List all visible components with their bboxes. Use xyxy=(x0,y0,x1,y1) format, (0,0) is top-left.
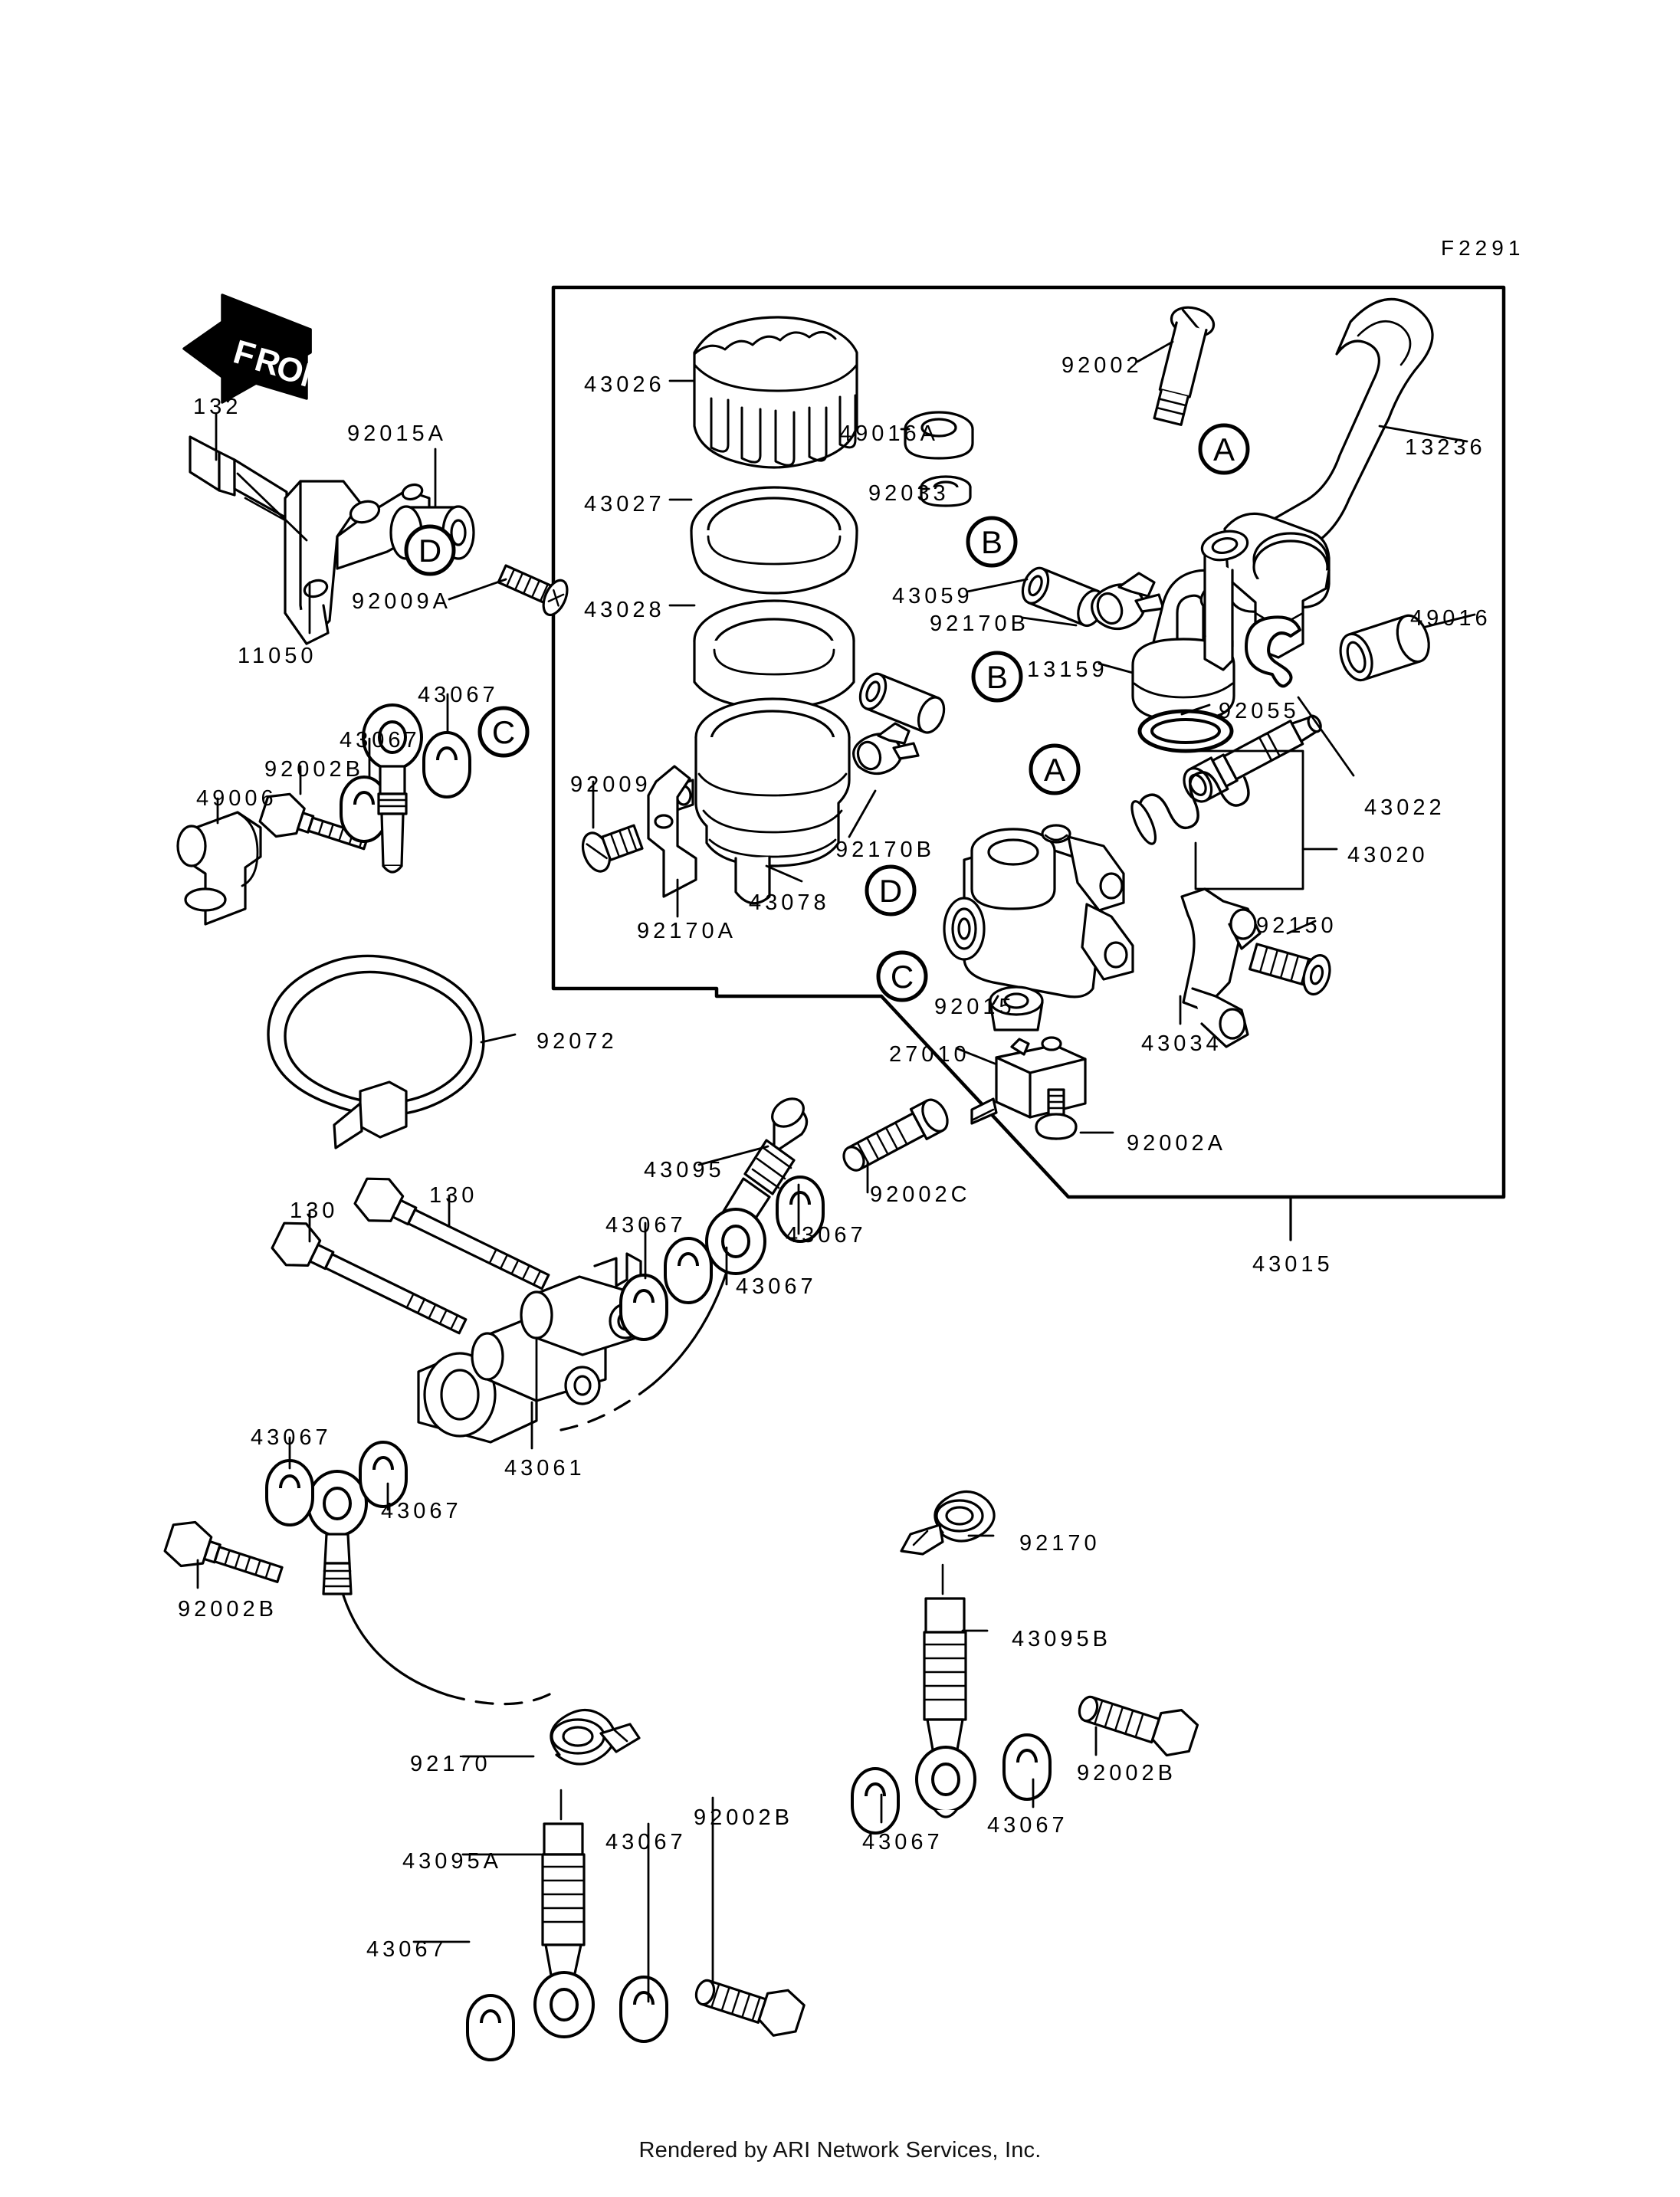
part-label-piston-assembly: 43020 xyxy=(1347,843,1429,867)
part-label-bolt-92002b-upper: 92002B xyxy=(264,757,364,782)
part-label-three-way-joint: 43061 xyxy=(504,1456,586,1481)
part-label-clamp-92170-right: 92170 xyxy=(1019,1531,1101,1556)
part-label-hose-43095b: 43095B xyxy=(1012,1627,1111,1651)
part-label-washer-43067-f: 43067 xyxy=(251,1425,332,1450)
part-label-washer-43067-h: 43067 xyxy=(987,1813,1068,1838)
part-label-washer-43067-g: 43067 xyxy=(381,1499,462,1523)
svg-text:B: B xyxy=(986,659,1008,695)
part-label-clamp-43034: 43034 xyxy=(1141,1031,1222,1056)
part-label-boot-49006: 49006 xyxy=(196,786,277,811)
part-label-diaphragm: 43027 xyxy=(584,492,665,516)
part-label-nut-92015: 92015 xyxy=(934,995,1016,1019)
part-label-brake-light-switch: 27010 xyxy=(889,1042,970,1067)
part-label-washer-43067-j: 43067 xyxy=(605,1830,687,1854)
callout-marker-a: A xyxy=(1029,743,1081,795)
part-label-washer-43067-k: 43067 xyxy=(366,1937,448,1962)
callout-marker-group: A A B B C C D D xyxy=(404,423,1250,1002)
part-label-o-ring-92055: 92055 xyxy=(1219,699,1300,723)
callout-marker-c: C xyxy=(876,950,928,1002)
part-label-snap-ring-92033: 92033 xyxy=(868,481,950,506)
part-label-bracket-92170a: 92170A xyxy=(637,919,737,943)
part-label-bolt-92002b-right: 92002B xyxy=(1077,1761,1176,1785)
part-label-washer-43067-a: 43067 xyxy=(418,683,499,707)
callout-marker-d: D xyxy=(404,524,456,576)
footer-attribution: Rendered by ARI Network Services, Inc. xyxy=(638,2138,1042,2163)
part-label-washer-43067-e: 43067 xyxy=(736,1274,817,1299)
part-label-clamp-92170b-upper: 92170B xyxy=(930,612,1029,636)
part-label-washer-43067-i: 43067 xyxy=(862,1830,943,1854)
part-label-brake-lever: 13236 xyxy=(1405,435,1486,460)
part-label-bolt-130-a: 130 xyxy=(290,1199,339,1223)
callout-marker-b: B xyxy=(966,516,1018,568)
part-label-clamp-92170-left: 92170 xyxy=(410,1752,491,1776)
part-label-sleeve-43059: 43059 xyxy=(892,584,973,608)
part-label-washer-43067-c: 43067 xyxy=(605,1213,687,1238)
part-label-clamp-92170b-lower: 92170B xyxy=(835,838,935,862)
part-label-pivot-bolt-92002: 92002 xyxy=(1061,353,1143,378)
part-label-bolt-92002b-lower: 92002B xyxy=(178,1597,277,1622)
part-label-diaphragm-plate: 43028 xyxy=(584,598,665,622)
part-label-cap-49016a: 49016A xyxy=(839,421,939,446)
part-label-reservoir-cap: 43026 xyxy=(584,372,665,397)
callout-marker-a: A xyxy=(1198,423,1250,475)
part-label-bolt-92150: 92150 xyxy=(1256,913,1337,938)
part-label-washer-43067-d: 43067 xyxy=(786,1223,867,1248)
part-label-nut-92015a: 92015A xyxy=(347,421,447,446)
part-label-cable-tie-92072: 92072 xyxy=(536,1029,618,1054)
svg-text:B: B xyxy=(981,524,1002,560)
part-label-dust-boot-49016: 49016 xyxy=(1410,606,1491,631)
part-label-bracket-11050: 11050 xyxy=(238,644,317,668)
callout-marker-c: C xyxy=(477,706,530,758)
part-label-screw-92002a: 92002A xyxy=(1127,1131,1226,1156)
svg-text:D: D xyxy=(879,873,902,909)
part-label-hose-43095: 43095 xyxy=(644,1158,725,1182)
diagram-id: F2291 xyxy=(1441,236,1525,260)
svg-text:C: C xyxy=(891,959,914,995)
part-label-circlip-43022: 43022 xyxy=(1364,795,1445,820)
part-label-flange-bolt: 132 xyxy=(193,395,242,419)
part-label-reservoir-43078: 43078 xyxy=(749,890,830,915)
svg-text:C: C xyxy=(492,714,515,750)
assembly-label: 43015 xyxy=(1252,1252,1334,1277)
part-label-screw-92009: 92009 xyxy=(570,772,651,797)
part-label-bolt-92002c: 92002C xyxy=(870,1182,971,1207)
part-label-screw-92009a: 92009A xyxy=(352,589,451,614)
part-label-elbow-13159: 13159 xyxy=(1027,657,1108,682)
callout-marker-b: B xyxy=(971,651,1023,703)
part-label-washer-43067-b: 43067 xyxy=(340,728,421,753)
callout-marker-d: D xyxy=(865,864,917,917)
part-label-bolt-92002b-bottom: 92002B xyxy=(694,1805,793,1830)
svg-text:D: D xyxy=(418,533,441,569)
svg-text:A: A xyxy=(1044,752,1065,788)
part-label-hose-43095a: 43095A xyxy=(402,1849,502,1874)
svg-text:A: A xyxy=(1213,431,1235,467)
part-label-bolt-130-b: 130 xyxy=(429,1183,478,1208)
